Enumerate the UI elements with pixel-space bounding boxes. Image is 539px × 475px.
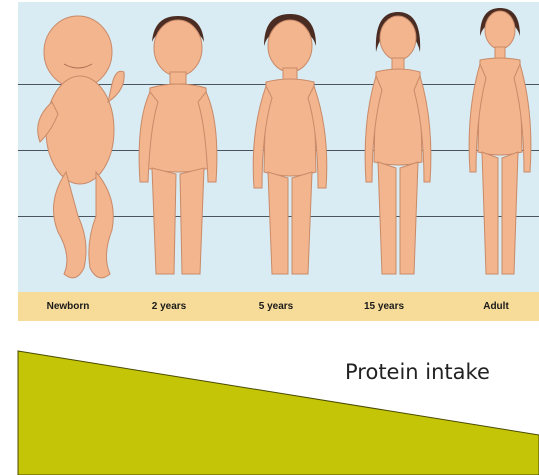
age-label-15-years: 15 years [364,292,404,321]
newborn-figure [38,16,124,278]
five-years-figure [253,14,327,274]
age-label-5-years: 5 years [259,292,293,321]
figures-illustration [18,2,539,292]
age-label-bar: Newborn 2 years 5 years 15 years Adult [18,292,539,321]
adult-figure [469,8,531,274]
body-proportions-panel [18,2,539,292]
age-label-newborn: Newborn [47,292,90,321]
two-years-figure [139,16,217,274]
protein-intake-label: Protein intake [345,360,490,384]
fifteen-years-figure [365,12,431,274]
age-label-adult: Adult [483,292,509,321]
age-label-2-years: 2 years [152,292,186,321]
